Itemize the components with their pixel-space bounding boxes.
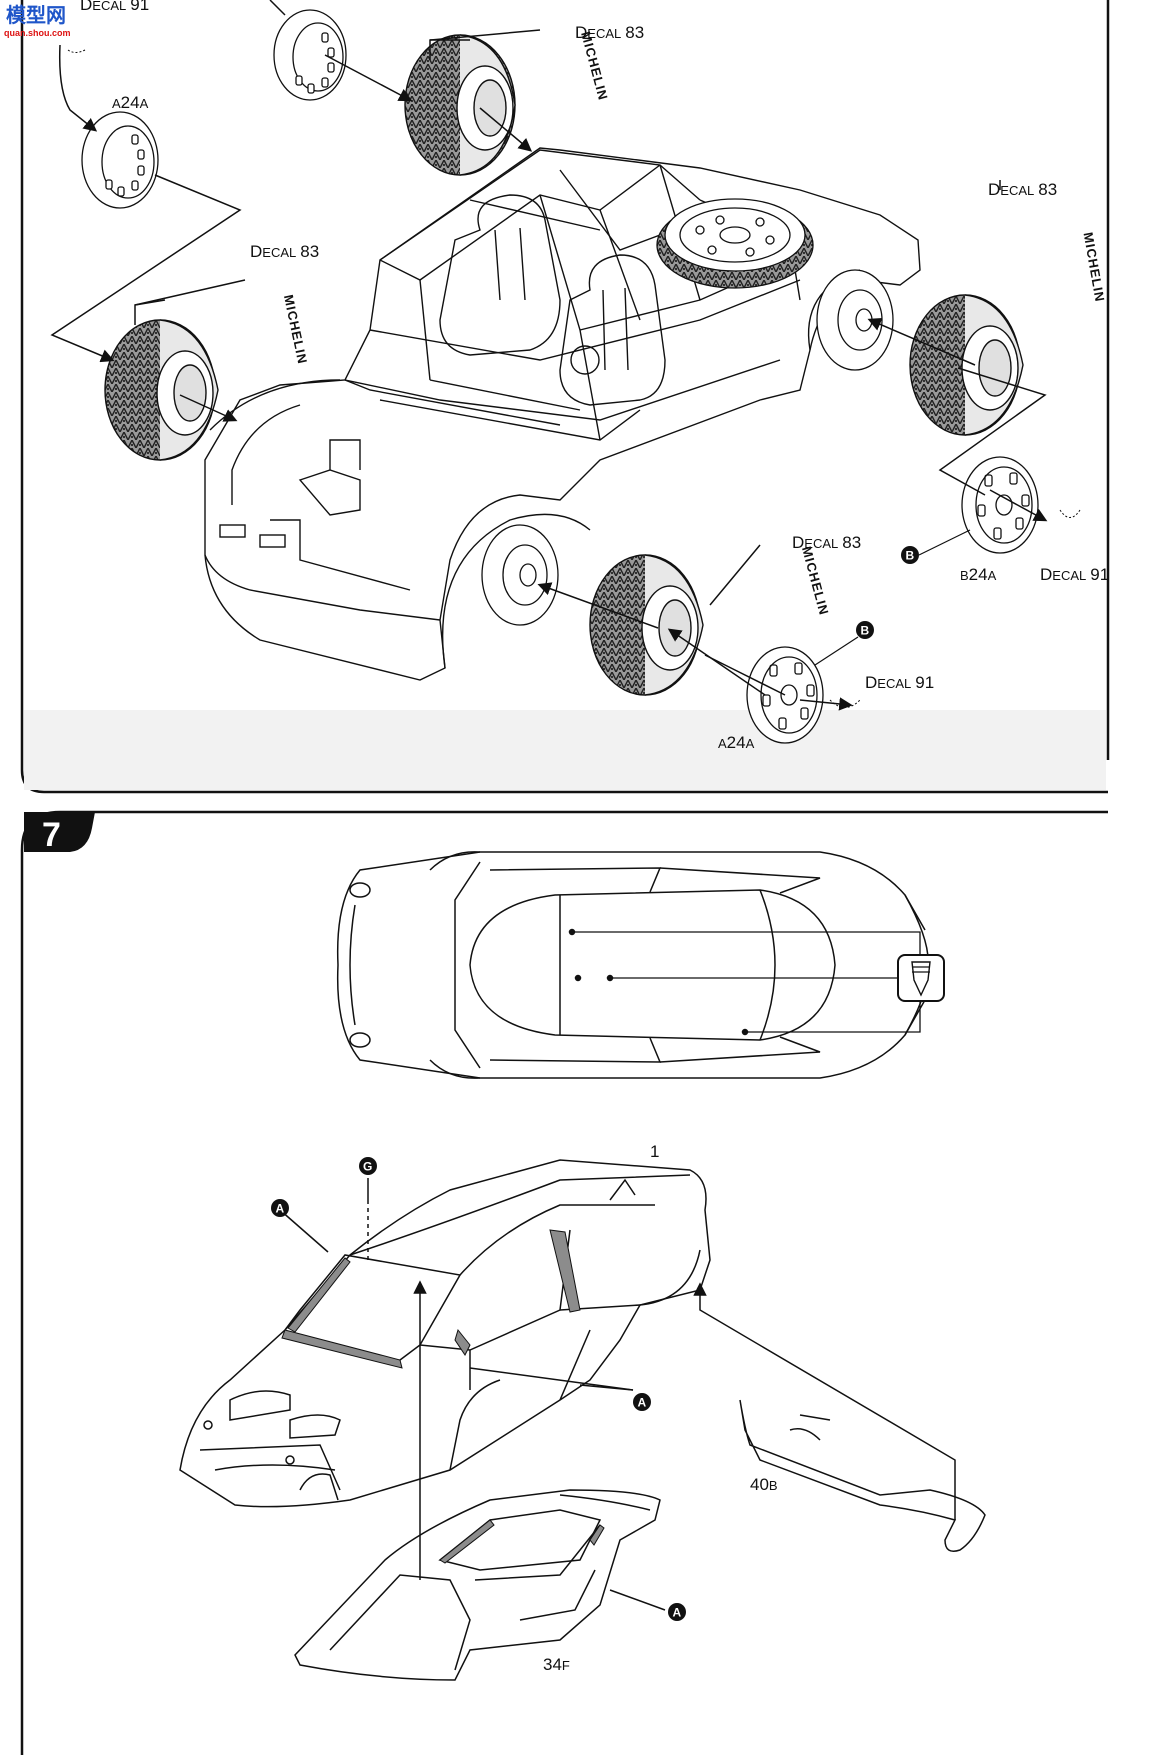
step6-arrows <box>50 0 1048 711</box>
window-part-34f-tint <box>439 1519 605 1564</box>
label-part-a24a-top: A24A <box>112 93 149 112</box>
rim-b24a-right <box>961 456 1039 554</box>
page-fold-shadow <box>24 710 1106 790</box>
rear-hub <box>816 269 894 371</box>
window-part-34f <box>294 1489 661 1681</box>
front-hub <box>481 524 559 626</box>
tyre-top <box>404 34 516 176</box>
car-body-top-view <box>336 851 929 1079</box>
svg-text:A: A <box>276 1202 285 1216</box>
decal-ring-icons <box>67 49 1081 708</box>
svg-text:quan.shou.com: quan.shou.com <box>4 28 71 38</box>
badge-b-right: B <box>901 529 971 564</box>
window-tint-strips <box>281 1229 581 1369</box>
michelin-decal-bottom: MICHELIN <box>799 545 832 617</box>
badge-a-side: A <box>633 1393 651 1411</box>
badge-a-windscreen: A <box>271 1199 289 1217</box>
step7-panel: 7 <box>20 810 1108 1755</box>
spare-wheel <box>656 198 814 289</box>
badge-g: G <box>359 1157 377 1175</box>
svg-text:B: B <box>861 624 870 638</box>
glue-tube-icon <box>897 954 945 1002</box>
rim-a24a-top-left <box>81 111 159 209</box>
svg-text:模型网: 模型网 <box>6 3 66 27</box>
label-part-34f: 34F <box>543 1655 570 1674</box>
rim-top <box>273 9 347 101</box>
tyre-bottom <box>589 554 704 696</box>
michelin-decal-left: MICHELIN <box>281 293 310 365</box>
badge-a-window: A <box>668 1603 686 1621</box>
watermark-logo: 模型网 quan.shou.com <box>4 3 71 38</box>
svg-text:B: B <box>906 549 915 563</box>
glue-leaders <box>574 931 921 1033</box>
svg-text:A: A <box>673 1606 682 1620</box>
svg-text:G: G <box>363 1160 372 1174</box>
tyre-right <box>909 294 1024 436</box>
step7-frame <box>20 810 1108 851</box>
step7-arrows <box>279 1178 956 1611</box>
label-part-a24a-bottom: A24A <box>718 733 755 752</box>
part-40b <box>739 1399 986 1552</box>
car-chassis <box>204 147 921 681</box>
michelin-decal-right: MICHELIN <box>1081 231 1108 303</box>
step-number-box <box>24 812 95 852</box>
step-number: 7 <box>42 816 61 854</box>
badge-b-bottom: B <box>814 621 874 666</box>
label-part-1: 1 <box>650 1142 659 1161</box>
svg-text:A: A <box>638 1396 647 1410</box>
label-part-b24a: B24A <box>960 565 997 584</box>
label-part-40b: 40B <box>750 1475 778 1494</box>
tyre-left <box>104 319 219 461</box>
car-body-shell <box>179 1159 711 1508</box>
step6-panel: 模型网 quan.shou.com <box>4 0 1110 794</box>
